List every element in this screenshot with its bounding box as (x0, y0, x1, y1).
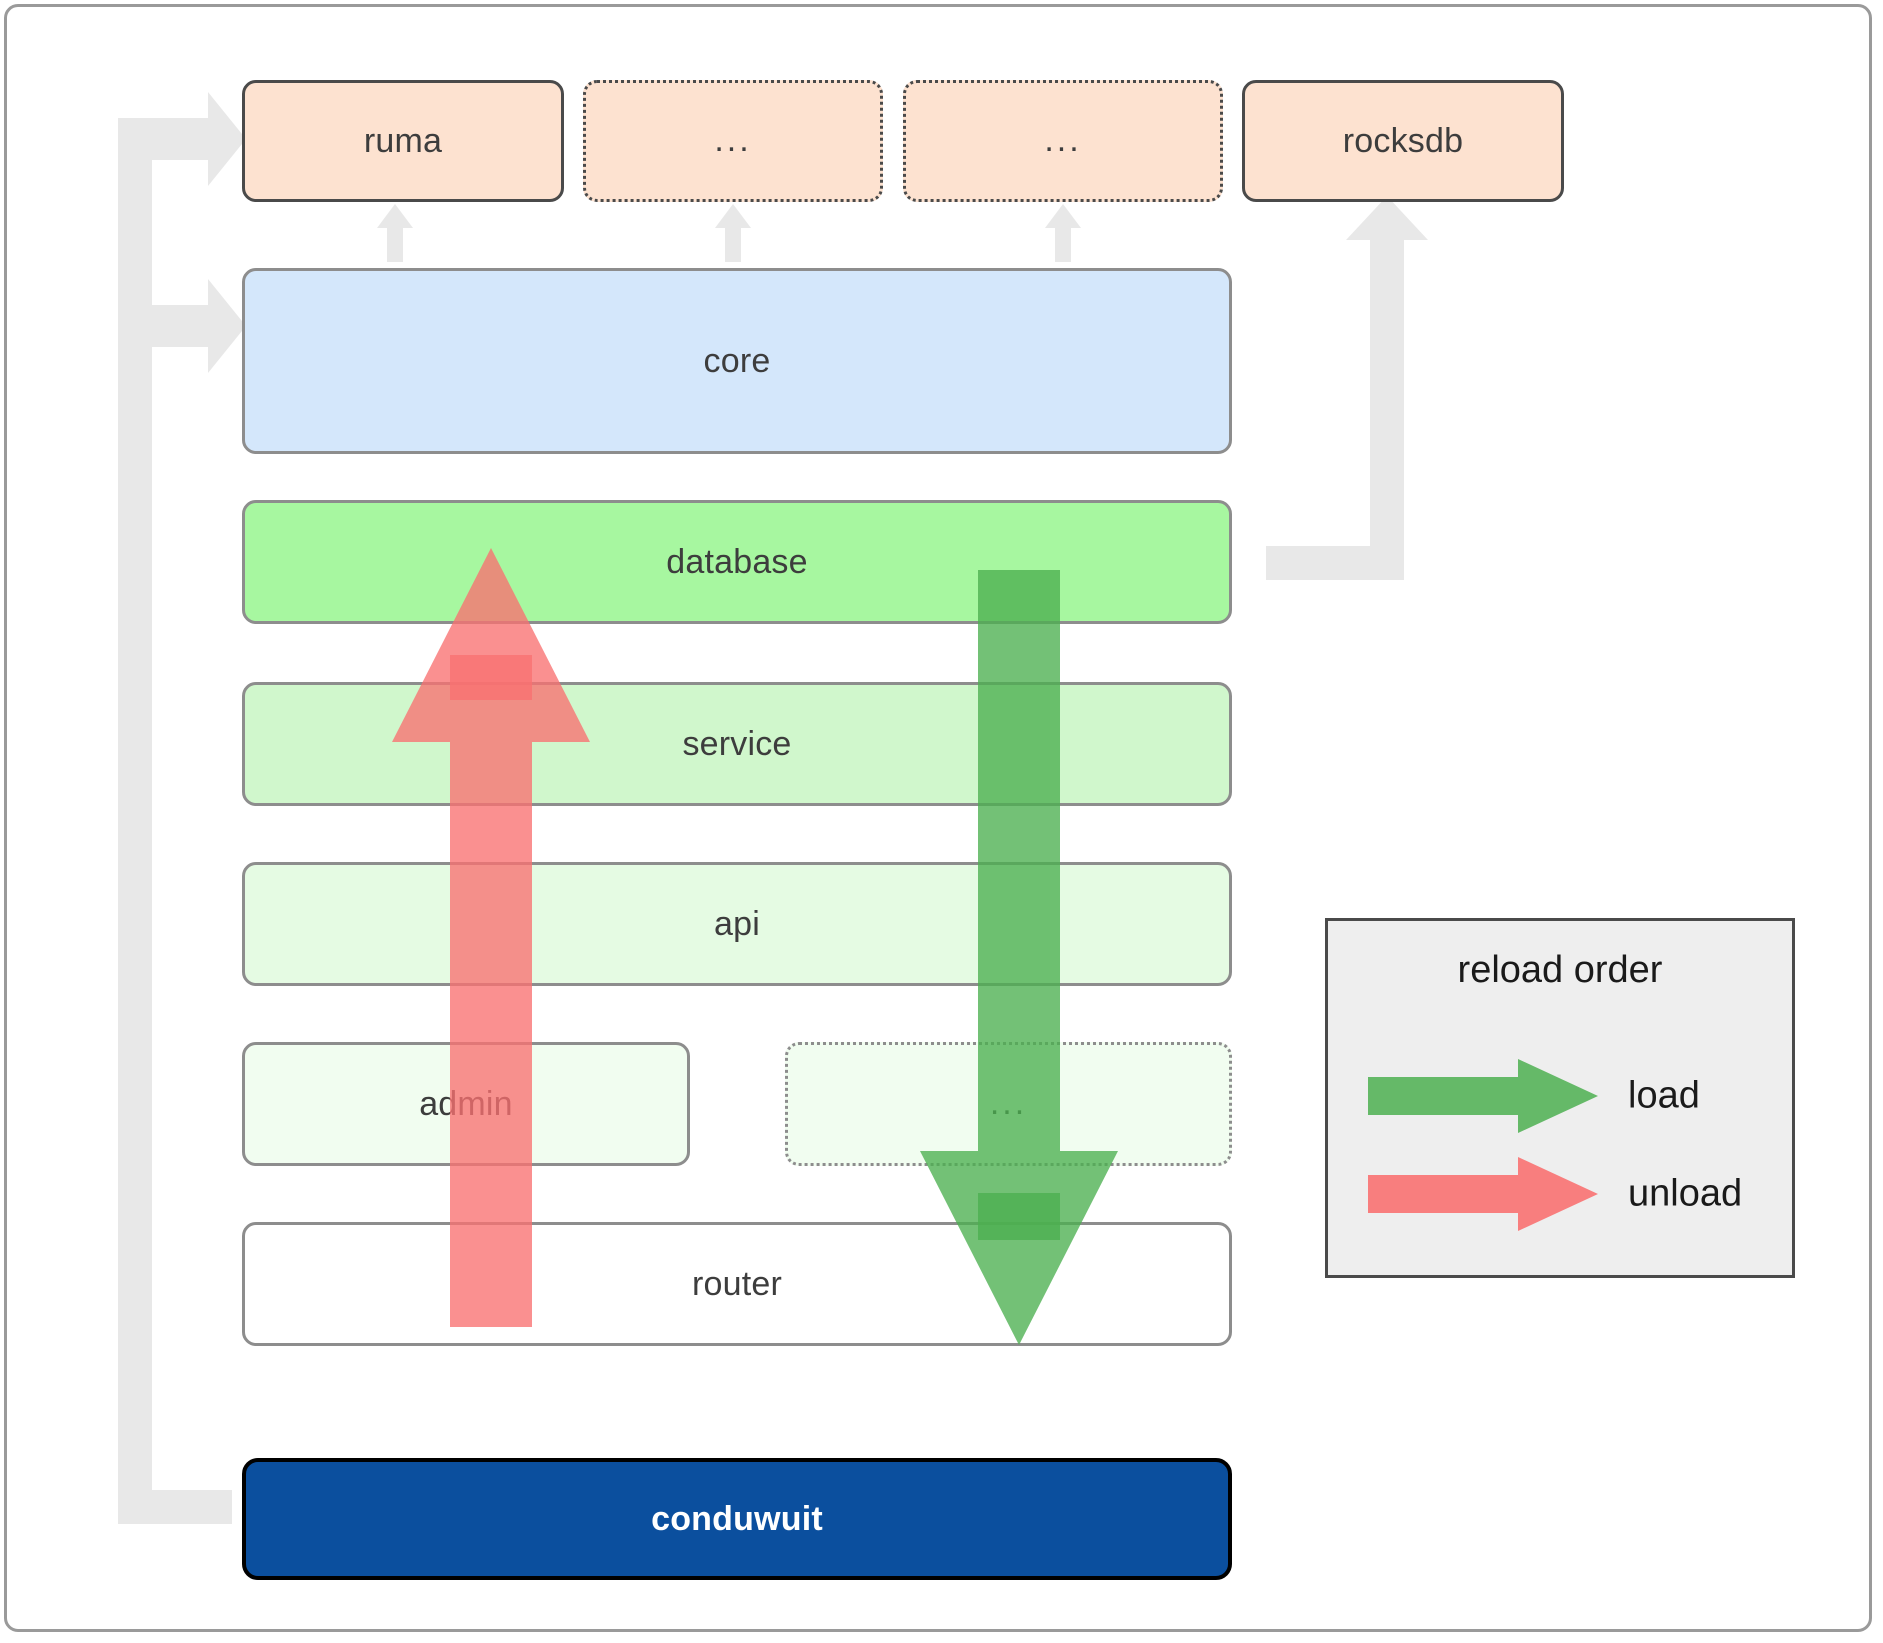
stack-box-service[interactable]: service (242, 682, 1232, 806)
dependency-box-etc2[interactable]: ... (903, 80, 1223, 202)
dependency-label-rocksdb: rocksdb (1342, 121, 1464, 160)
stack-label-etc3: ... (989, 1084, 1028, 1123)
stack-label-database: database (666, 542, 808, 581)
dependency-box-ruma[interactable]: ruma (242, 80, 564, 202)
legend-label-unload: unload (1628, 1172, 1743, 1215)
legend-row-load: load (1328, 1051, 1792, 1141)
stack-label-core: core (703, 341, 771, 380)
stack-label-router: router (691, 1264, 783, 1303)
unload-arrow-icon (1368, 1157, 1598, 1231)
legend-panel: reload order load unload (1325, 918, 1795, 1278)
legend-row-unload: unload (1328, 1149, 1792, 1239)
dependency-box-rocksdb[interactable]: rocksdb (1242, 80, 1564, 202)
dependency-label-etc2: ... (1044, 121, 1082, 160)
diagram-frame (4, 4, 1872, 1632)
legend-title: reload order (1457, 949, 1663, 991)
dependency-label-etc1: ... (714, 121, 752, 160)
stack-label-admin: admin (419, 1084, 513, 1123)
stack-box-database[interactable]: database (242, 500, 1232, 624)
legend-label-load: load (1628, 1074, 1700, 1117)
stack-box-admin[interactable]: admin (242, 1042, 690, 1166)
stack-label-service: service (682, 724, 792, 763)
stack-label-api: api (714, 904, 760, 943)
stack-box-router[interactable]: router (242, 1222, 1232, 1346)
dependency-box-etc1[interactable]: ... (583, 80, 883, 202)
stack-box-api[interactable]: api (242, 862, 1232, 986)
binary-box-conduwuit[interactable]: conduwuit (242, 1458, 1232, 1580)
binary-label-conduwuit: conduwuit (651, 1499, 823, 1538)
dependency-label-ruma: ruma (363, 121, 443, 160)
stack-box-core[interactable]: core (242, 268, 1232, 454)
load-arrow-icon (1368, 1059, 1598, 1133)
stack-box-etc3[interactable]: ... (785, 1042, 1232, 1166)
